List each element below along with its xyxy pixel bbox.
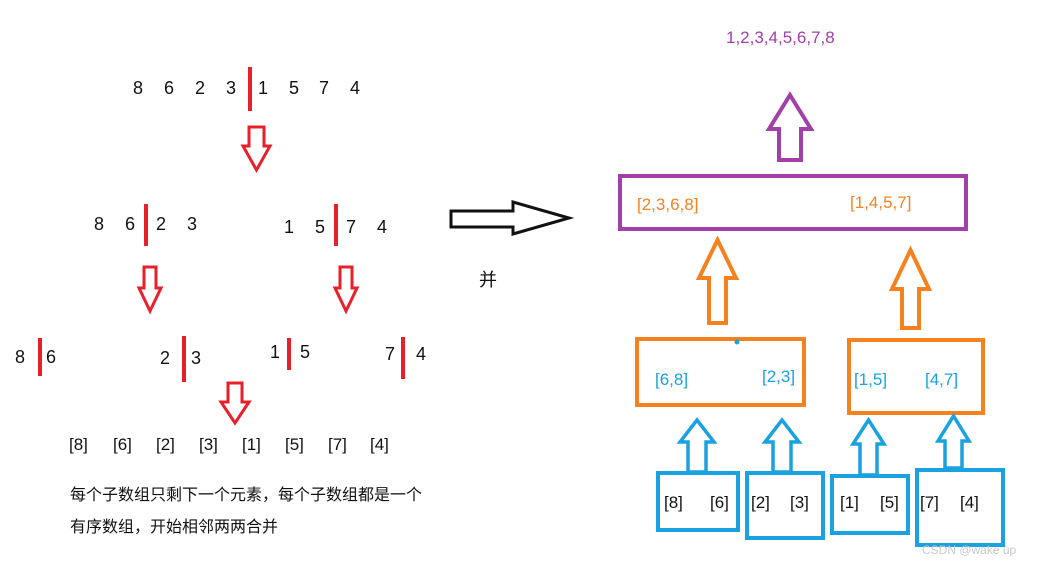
watermark: CSDN @wake up [922, 543, 1017, 557]
up-arrow-icon [676, 417, 718, 474]
digit: 2 [195, 78, 206, 98]
pair-box [847, 338, 985, 415]
up-arrow-icon [761, 417, 803, 474]
leaf-value: [1] [840, 493, 859, 512]
pair-value: [2,3] [762, 367, 796, 386]
pair-value: [4,7] [925, 370, 959, 389]
digit: 4 [416, 344, 427, 364]
digit: 6 [164, 78, 175, 98]
digit: 3 [226, 78, 237, 98]
single-array: [4] [370, 435, 389, 454]
digit: 6 [46, 347, 57, 367]
digit: 4 [350, 78, 361, 98]
digit: 2 [160, 348, 171, 368]
leaf-value: [3] [790, 493, 809, 512]
digit: 7 [319, 78, 330, 98]
up-arrow-icon [849, 416, 888, 477]
single-array: [6] [113, 435, 132, 454]
digit: 3 [191, 348, 202, 368]
digit: 8 [15, 347, 26, 367]
digit: 1 [284, 217, 295, 237]
sorted-result: 1,2,3,4,5,6,7,8 [726, 28, 835, 47]
single-array: [1] [242, 435, 261, 454]
dot [734, 339, 740, 345]
single-array: [8] [69, 435, 88, 454]
pair-box [635, 337, 806, 407]
digit: 8 [94, 214, 105, 234]
digit: 5 [289, 78, 300, 98]
digit: 5 [300, 342, 311, 362]
split-marker [287, 338, 291, 370]
digit: 7 [385, 344, 396, 364]
single-array: [2] [156, 435, 175, 454]
right-arrow-icon [449, 200, 575, 236]
split-marker [182, 336, 186, 382]
split-marker [334, 204, 338, 246]
leaf-value: [8] [664, 493, 683, 512]
note-line-1: 每个子数组只剩下一个元素，每个子数组都是一个 [70, 487, 423, 504]
split-marker [144, 204, 148, 246]
up-arrow-icon [765, 91, 815, 162]
pair-value: [6,8] [655, 370, 689, 389]
digit: 1 [270, 342, 281, 362]
digit: 6 [125, 214, 136, 234]
pair-value: [1,5] [854, 370, 888, 389]
digit: 7 [346, 217, 357, 237]
digit: 1 [258, 78, 269, 98]
merge-label: 并 [479, 270, 497, 290]
half-value: [2,3,6,8] [637, 195, 699, 214]
split-marker [248, 67, 252, 111]
half-box [618, 174, 968, 231]
leaf-value: [5] [880, 493, 899, 512]
digit: 2 [156, 214, 167, 234]
leaf-value: [2] [751, 493, 770, 512]
digit: 4 [377, 217, 388, 237]
split-marker [401, 337, 405, 379]
down-arrow-icon [240, 125, 273, 174]
digit: 5 [315, 217, 326, 237]
half-value: [1,4,5,7] [850, 193, 912, 212]
leaf-value: [4] [960, 493, 979, 512]
up-arrow-icon [695, 235, 740, 325]
single-array: [5] [285, 435, 304, 454]
note-line-2: 有序数组，开始相邻两两合并 [70, 519, 279, 536]
down-arrow-icon [136, 265, 164, 315]
down-arrow-icon [218, 381, 252, 426]
single-array: [3] [199, 435, 218, 454]
split-marker [38, 338, 42, 376]
down-arrow-icon [332, 265, 360, 315]
leaf-value: [7] [920, 493, 939, 512]
up-arrow-icon [888, 245, 933, 330]
digit: 3 [187, 214, 198, 234]
leaf-value: [6] [710, 493, 729, 512]
up-arrow-icon [934, 412, 973, 470]
leaf-box [915, 468, 1005, 547]
single-array: [7] [328, 435, 347, 454]
digit: 8 [133, 78, 144, 98]
